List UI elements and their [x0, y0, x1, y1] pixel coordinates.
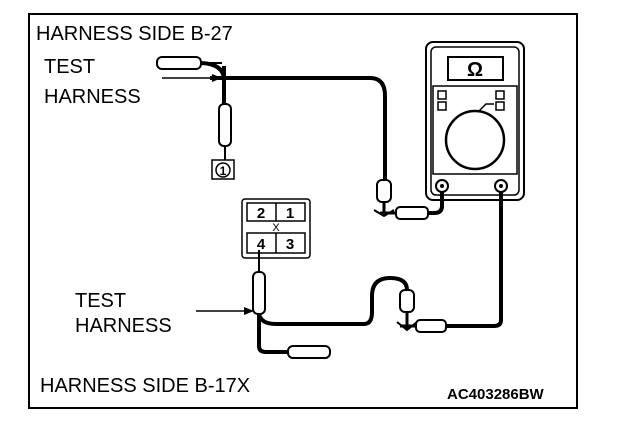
connector-b17x-pin-4: 4 — [257, 236, 266, 253]
figure-code: AC403286BW — [447, 386, 545, 403]
connector-b17x: 2 1 4 3 X — [241, 198, 311, 259]
mode-switch-left-bottom[interactable] — [437, 101, 447, 111]
bottom-alligator-clip — [399, 289, 415, 313]
com-lead-plug — [395, 206, 429, 220]
connector-b17x-pin-2: 2 — [257, 205, 265, 222]
test-harness-top-label-line1: TEST — [44, 56, 95, 78]
mode-switch-left-top[interactable] — [437, 90, 447, 100]
connector-b17x-pin-1: 1 — [286, 205, 294, 222]
ohm-symbol: Ω — [467, 59, 483, 81]
top-harness-plug — [156, 56, 202, 70]
mode-switch-right-bottom[interactable] — [495, 101, 505, 111]
connector-b27-pin-label: 1 — [220, 164, 227, 178]
top-test-harness: 1 — [156, 56, 387, 180]
title-harness-side-b27: HARNESS SIDE B-27 — [36, 23, 233, 45]
multimeter: Ω — [425, 41, 525, 201]
multimeter-display — [447, 56, 504, 81]
ohm-lead-plug — [415, 319, 447, 333]
meter-lead-ohm — [396, 192, 503, 333]
bottom-harness-plug — [287, 345, 331, 359]
meter-lead-com — [373, 179, 444, 220]
bottom-harness-cable — [257, 275, 409, 326]
bottom-test-harness — [196, 250, 409, 359]
top-harness-probe — [218, 103, 232, 147]
top-alligator-clip — [376, 179, 392, 203]
connector-b17x-pin-3: 3 — [286, 236, 294, 253]
test-harness-bottom-label-line2: HARNESS — [75, 315, 172, 337]
rotary-dial[interactable] — [444, 109, 506, 171]
bottom-harness-probe — [252, 271, 266, 315]
test-harness-top-label-line2: HARNESS — [44, 86, 141, 108]
connector-b17x-center-mark: X — [272, 222, 280, 234]
title-harness-side-b17x: HARNESS SIDE B-17X — [40, 375, 250, 397]
mode-switch-right-top[interactable] — [495, 90, 505, 100]
diagram-frame — [28, 13, 578, 409]
test-harness-bottom-label-line1: TEST — [75, 290, 126, 312]
